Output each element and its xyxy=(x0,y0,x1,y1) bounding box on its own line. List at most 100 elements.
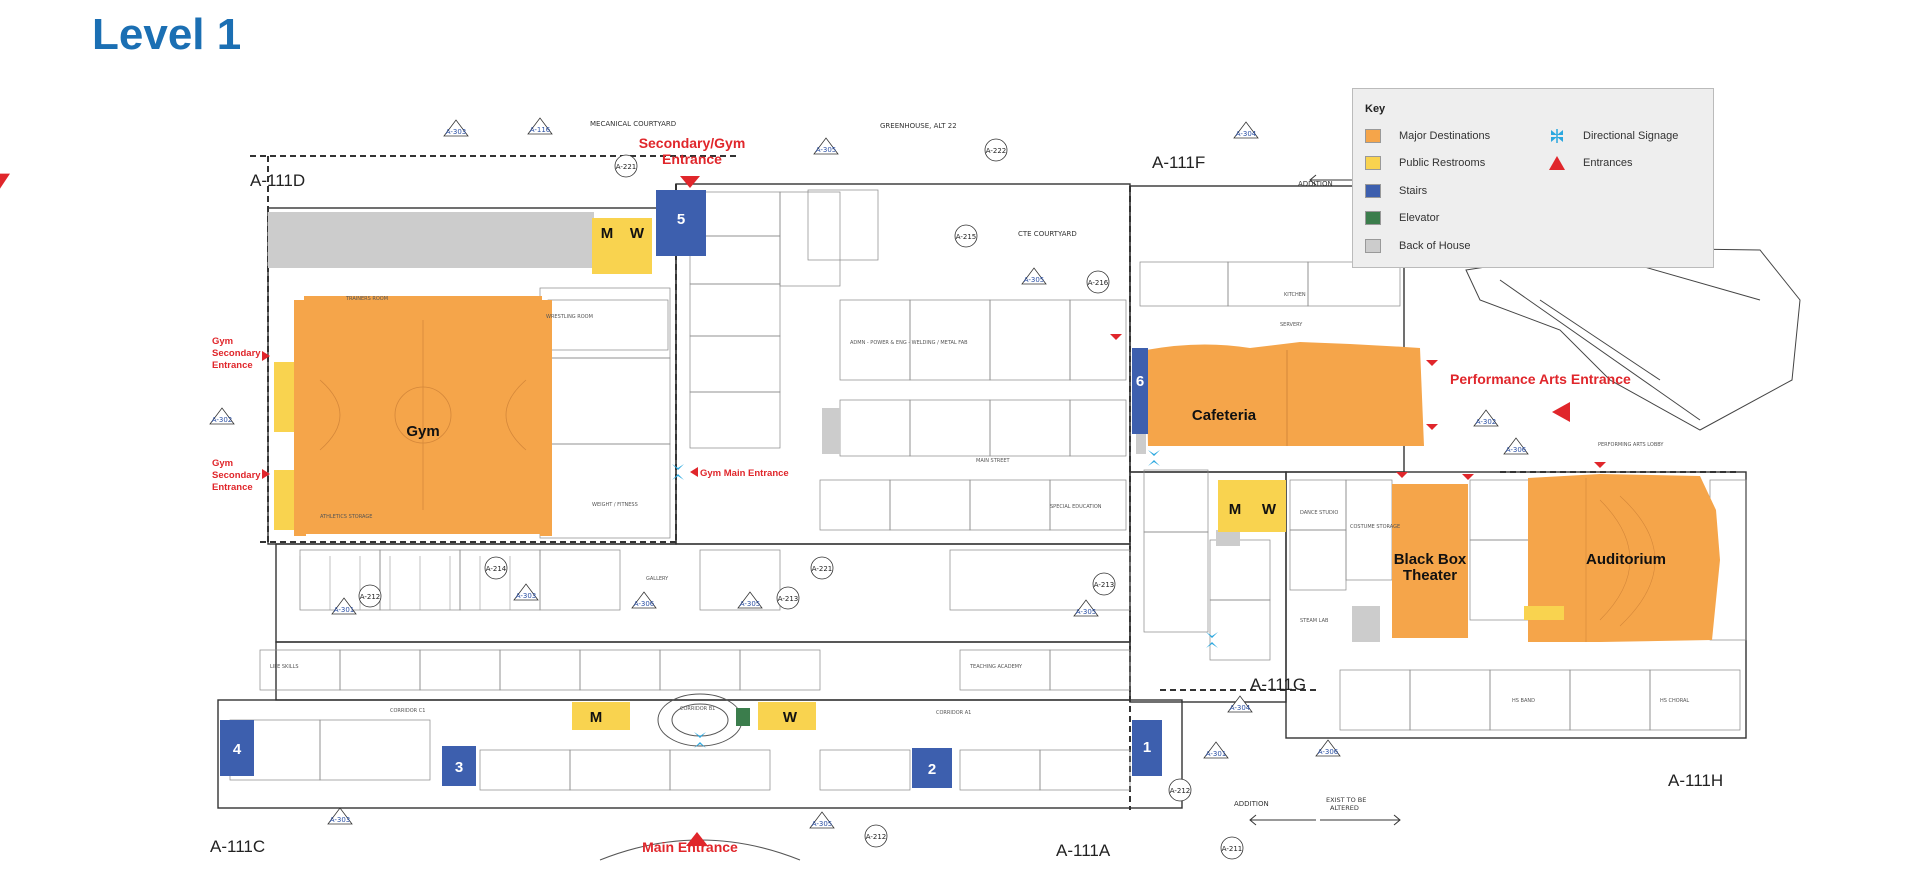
sheet-tag: A-302 xyxy=(212,416,233,424)
swatch-elevator xyxy=(1365,211,1381,225)
back-of-house-block xyxy=(822,408,840,454)
sheet-tag: A-303 xyxy=(516,592,537,600)
label-trainers: TRAINERS ROOM xyxy=(345,296,388,302)
restroom-women-top xyxy=(622,218,652,274)
restroom-women-main xyxy=(758,702,816,730)
gym-bleacher xyxy=(540,300,552,536)
stair-4 xyxy=(220,720,254,776)
gym-secondary-bottom-label-2: Secondary xyxy=(212,470,261,481)
sheet-tag: A-305 xyxy=(816,146,837,154)
directional-signage-icon xyxy=(1551,129,1563,143)
sheet-tag: A-212 xyxy=(1170,787,1191,795)
legend-item-signage: Directional Signage xyxy=(1549,129,1678,143)
stair-6 xyxy=(1132,348,1148,434)
entrance-secondary-gym-marker xyxy=(680,176,700,188)
area-label-a111a: A-111A xyxy=(1056,841,1111,860)
label-costume: COSTUME STORAGE xyxy=(1350,524,1400,530)
gym-secondary-top-label-1: Gym xyxy=(212,336,233,347)
restroom-gym-west-1 xyxy=(274,362,294,432)
legend-label: Major Destinations xyxy=(1399,130,1491,142)
legend-label: Stairs xyxy=(1399,185,1428,197)
label-exist-2: ALTERED xyxy=(1330,804,1359,812)
secondary-gym-entrance-label-1: Secondary/Gym xyxy=(639,135,746,151)
legend-item-restrooms: Public Restrooms xyxy=(1365,156,1485,170)
label-servery: SERVERY xyxy=(1280,322,1303,328)
map-legend: Key Major Destinations Public Restrooms … xyxy=(1352,88,1714,268)
legend-item-elevator: Elevator xyxy=(1365,211,1439,225)
gym-secondary-bottom-label-3: Entrance xyxy=(212,482,253,493)
stair-5 xyxy=(656,190,706,256)
stair-1-label: 1 xyxy=(1143,739,1151,756)
sheet-tag: A-216 xyxy=(1088,279,1109,287)
entrance-performance-arts-marker xyxy=(1552,402,1570,422)
back-of-house-block xyxy=(1136,430,1146,454)
gym-main-entrance-label: Gym Main Entrance xyxy=(700,468,789,479)
sheet-tag: A-306 xyxy=(1318,748,1339,756)
restroom-women-label: W xyxy=(630,225,645,242)
label-steam-lab: STEAM LAB xyxy=(1300,618,1329,624)
label-mechanical-courtyard: MECANICAL COURTYARD xyxy=(590,120,676,128)
black-box-label-2: Theater xyxy=(1403,567,1457,584)
sheet-tag: A-302 xyxy=(1476,418,1497,426)
stair-3-label: 3 xyxy=(455,759,463,776)
restroom-women-label: W xyxy=(1262,501,1277,518)
label-gallery: GALLERY xyxy=(646,576,669,582)
label-addition-bottom: ADDITION xyxy=(1234,800,1269,808)
black-box-theater-area xyxy=(1392,484,1468,638)
sheet-tag: A-305 xyxy=(1076,608,1097,616)
legend-label: Elevator xyxy=(1399,212,1440,224)
restroom-small xyxy=(1524,606,1564,620)
sheet-tags: A-303 A-116 A-221 A-305 A-222 A-215 A-30… xyxy=(209,117,1529,860)
label-band: HS BAND xyxy=(1512,698,1535,704)
sheet-tag: A-306 xyxy=(1506,446,1527,454)
label-dance-studio: DANCE STUDIO xyxy=(1300,510,1338,516)
area-label-a111c: A-111C xyxy=(210,837,265,856)
sheet-tag: A-304 xyxy=(1236,130,1257,138)
entrance-triangle-icon xyxy=(1549,156,1565,170)
sheet-tag: A-304 xyxy=(1230,704,1251,712)
legend-label: Entrances xyxy=(1583,157,1633,169)
legend-header: Key xyxy=(1365,103,1386,115)
sheet-tag: A-301 xyxy=(334,606,355,614)
page-title: Level 1 xyxy=(92,10,242,59)
entrance-secondary-gym-marker xyxy=(0,173,11,189)
restroom-men-main xyxy=(572,702,630,730)
main-entrance-label: Main Entrance xyxy=(642,839,738,855)
area-label-a111h: A-111H xyxy=(1668,771,1723,790)
restroom-men-east xyxy=(1218,480,1252,532)
gym-secondary-top-label-3: Entrance xyxy=(212,360,253,371)
legend-item-boh: Back of House xyxy=(1365,239,1471,253)
swatch-restrooms xyxy=(1365,156,1381,170)
restroom-gym-west-2 xyxy=(274,470,294,530)
label-choral: HS CHORAL xyxy=(1660,698,1689,704)
gym-label: Gym xyxy=(406,423,439,440)
sheet-tag: A-214 xyxy=(486,565,507,573)
label-corridor-a1: CORRIDOR A1 xyxy=(936,710,971,716)
gym-secondary-bottom-label-1: Gym xyxy=(212,458,233,469)
legend-item-stairs: Stairs xyxy=(1365,184,1427,198)
sheet-tag: A-222 xyxy=(986,147,1007,155)
black-box-label-1: Black Box xyxy=(1394,551,1467,568)
stair-1 xyxy=(1132,720,1162,776)
label-special-ed: SPECIAL EDUCATION xyxy=(1050,504,1102,510)
legend-item-major: Major Destinations xyxy=(1365,129,1490,143)
directional-signage xyxy=(672,450,1218,748)
gym-bleacher xyxy=(294,300,306,536)
performance-arts-entrance-label: Performance Arts Entrance xyxy=(1450,371,1631,387)
label-athletics-storage: ATHLETICS STORAGE xyxy=(320,514,372,520)
sheet-tag: A-221 xyxy=(812,565,833,573)
swatch-boh xyxy=(1365,239,1381,253)
gym-secondary-top-label-2: Secondary xyxy=(212,348,261,359)
back-of-house-block xyxy=(1352,606,1380,642)
auditorium-label: Auditorium xyxy=(1586,551,1666,568)
back-of-house-strip xyxy=(268,212,594,268)
label-teaching-academy: TEACHING ACADEMY xyxy=(969,664,1023,670)
cafeteria-area xyxy=(1146,342,1424,446)
entrance-main-marker xyxy=(686,832,708,846)
stair-2-label: 2 xyxy=(928,761,936,778)
sheet-tag: A-303 xyxy=(330,816,351,824)
stair-2 xyxy=(912,748,952,788)
stair-3 xyxy=(442,746,476,786)
sheet-tag: A-306 xyxy=(634,600,655,608)
